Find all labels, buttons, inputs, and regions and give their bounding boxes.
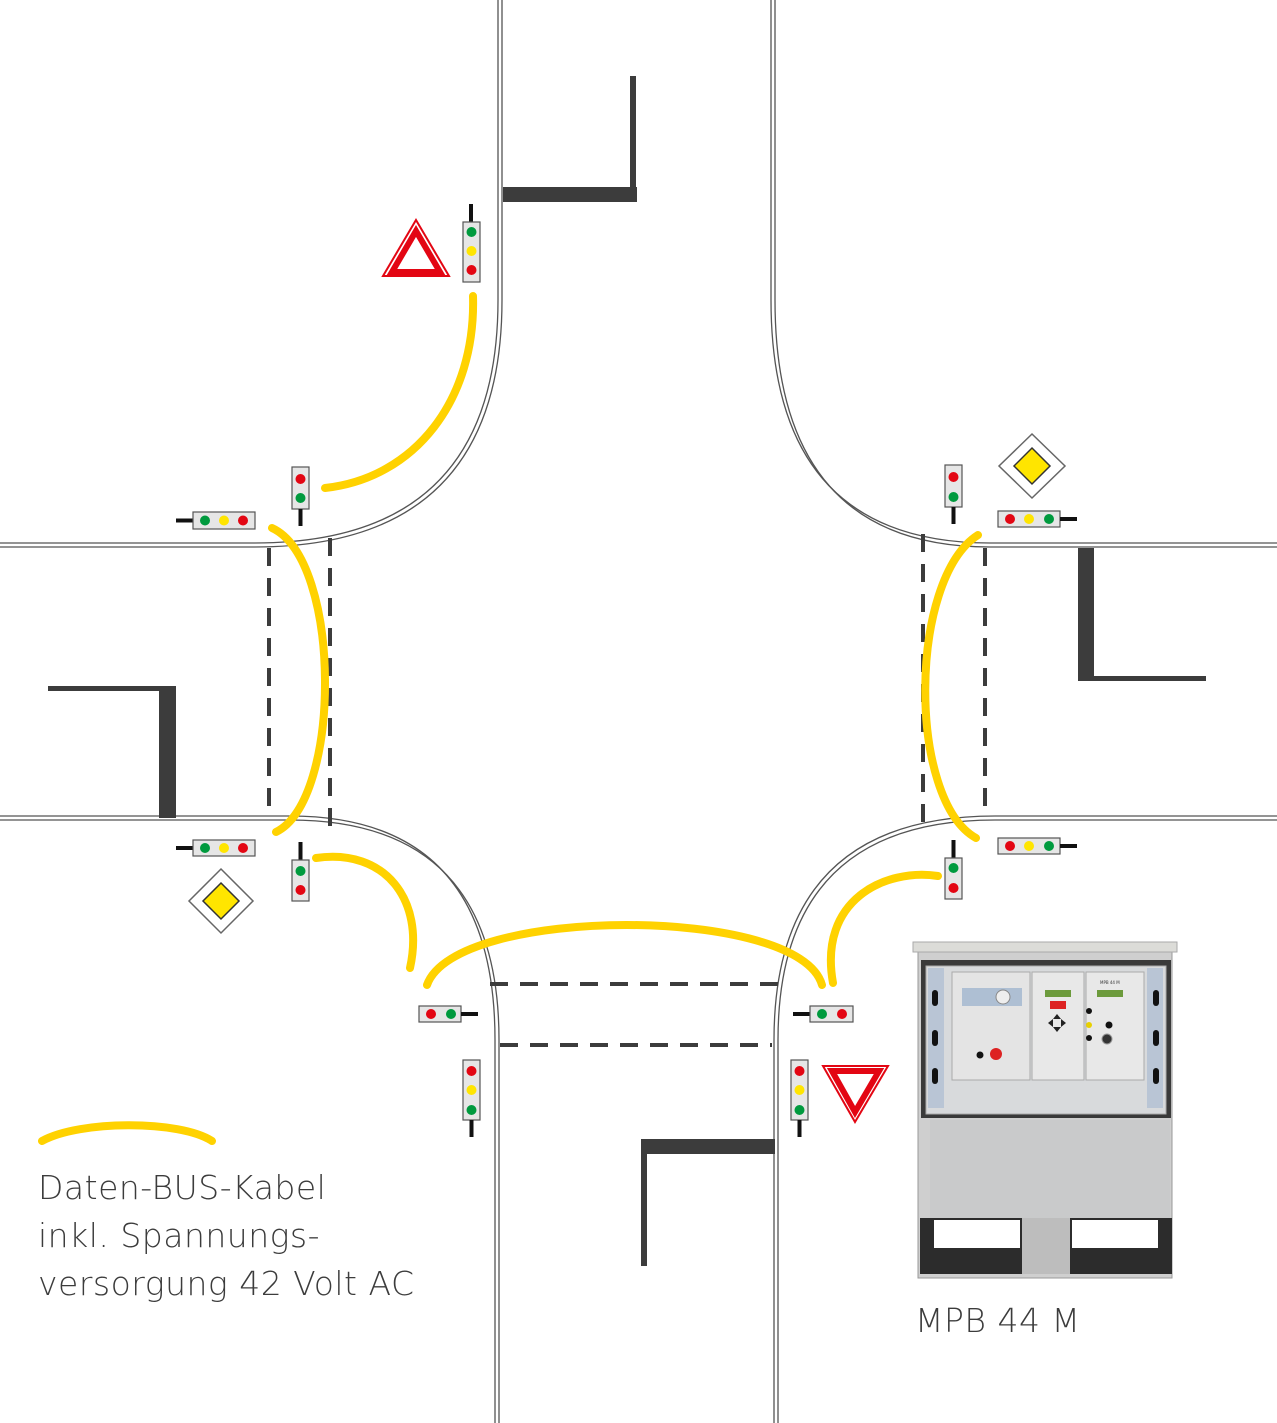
priority-road-sign-icon [187, 867, 255, 935]
traffic-light-sw-ped [291, 842, 310, 902]
legend-line-3: versorgung 42 Volt AC [38, 1264, 415, 1303]
legend-cable-sample [38, 1121, 216, 1145]
priority-road-sign-icon [997, 432, 1067, 500]
cabinet-panel-text: MPB 44 M [1100, 980, 1120, 985]
yield-sign-icon [821, 1065, 890, 1124]
data-bus-cables [38, 292, 982, 1145]
traffic-light-west-upper [176, 511, 256, 530]
control-cabinet-mpb44m: MPB 44 M [912, 941, 1178, 1279]
crosswalks [267, 534, 987, 1047]
traffic-light-east-upper [997, 510, 1077, 528]
cabinet-label: MPB 44 M [915, 1301, 1081, 1340]
legend-text: Daten-BUS-Kabel inkl. Spannungs- versorg… [38, 1164, 415, 1308]
traffic-light-south-right [790, 1059, 809, 1137]
traffic-light-south-left-ped [418, 1005, 478, 1023]
traffic-light-south-left [462, 1059, 481, 1137]
legend-line-1: Daten-BUS-Kabel [38, 1168, 327, 1207]
give-way-ahead-sign-icon [381, 218, 451, 277]
legend-line-2: inkl. Spannungs- [38, 1216, 321, 1255]
traffic-light-se-ped [944, 840, 963, 900]
traffic-light-south-right-ped [793, 1005, 854, 1023]
traffic-light-east-lower [997, 837, 1077, 855]
stop-lines [48, 76, 1206, 1266]
traffic-light-ne-ped [944, 464, 963, 524]
traffic-light-north [462, 204, 481, 283]
traffic-light-nw-ped [291, 466, 310, 526]
traffic-light-west-lower [176, 839, 256, 857]
